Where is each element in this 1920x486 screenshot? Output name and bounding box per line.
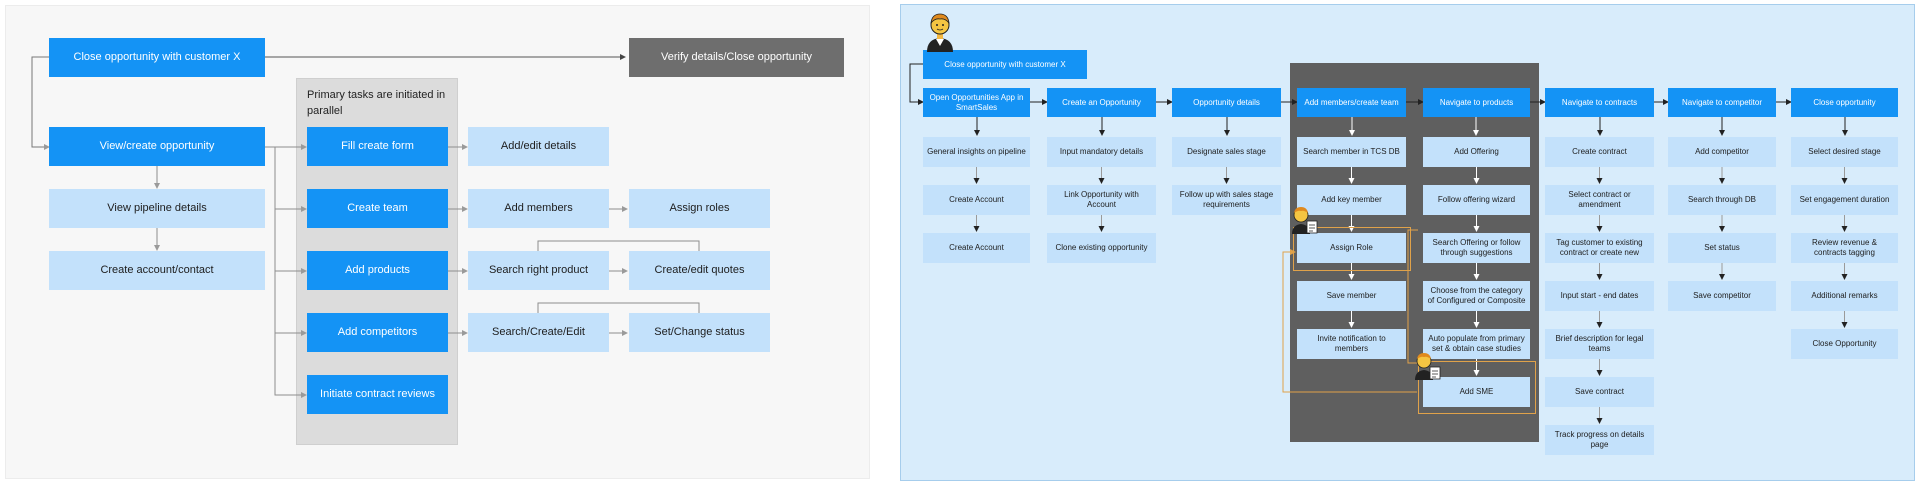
column-2-step: Follow up with sales stage requirements (1172, 185, 1281, 215)
column-3-step: Search member in TCS DB (1297, 137, 1406, 167)
create-team-box: Create team (307, 189, 448, 228)
column-header-6: Navigate to competitor (1668, 88, 1776, 117)
person-with-clipboard-icon (1292, 207, 1318, 234)
column-header-2: Opportunity details (1172, 88, 1281, 117)
initiate-contract-reviews-box: Initiate contract reviews (307, 375, 448, 414)
add-sme-handoff-frame (1418, 361, 1536, 414)
column-4-step: Follow offering wizard (1423, 185, 1530, 215)
verify-close-box: Verify details/Close opportunity (629, 38, 844, 77)
column-4-step: Search Offering or follow through sugges… (1423, 233, 1530, 263)
search-right-product-box: Search right product (468, 251, 609, 290)
column-2-step: Designate sales stage (1172, 137, 1281, 167)
column-0-step: Create Account (923, 233, 1030, 263)
column-6-step: Add competitor (1668, 137, 1776, 167)
fill-create-form-box: Fill create form (307, 127, 448, 166)
column-3-step: Add key member (1297, 185, 1406, 215)
column-5-step: Create contract (1545, 137, 1654, 167)
add-products-box: Add products (307, 251, 448, 290)
column-3-step: Invite notification to members (1297, 329, 1406, 359)
view-pipeline-box: View pipeline details (49, 189, 265, 228)
close-opportunity-top-box: Close opportunity with customer X (923, 50, 1087, 79)
person-with-clipboard-icon (1415, 353, 1441, 380)
set-change-status-box: Set/Change status (629, 313, 770, 352)
close-opportunity-box: Close opportunity with customer X (49, 38, 265, 77)
column-header-7: Close opportunity (1791, 88, 1898, 117)
parallel-tasks-label: Primary tasks are initiated in parallel (307, 89, 446, 117)
column-5-step: Tag customer to existing contract or cre… (1545, 233, 1654, 263)
column-0-step: Create Account (923, 185, 1030, 215)
person-avatar-icon (927, 13, 953, 52)
column-header-0: Open Opportunities App in SmartSales (923, 88, 1030, 117)
add-competitors-box: Add competitors (307, 313, 448, 352)
column-5-step: Input start - end dates (1545, 281, 1654, 311)
column-4-step: Add SME (1423, 377, 1530, 407)
column-6-step: Save competitor (1668, 281, 1776, 311)
column-header-4: Navigate to products (1423, 88, 1530, 117)
column-5-step: Brief description for legal teams (1545, 329, 1654, 359)
create-edit-quotes-box: Create/edit quotes (629, 251, 770, 290)
column-0-step: General insights on pipeline (923, 137, 1030, 167)
column-7-step: Close Opportunity (1791, 329, 1898, 359)
column-6-step: Set status (1668, 233, 1776, 263)
column-header-5: Navigate to contracts (1545, 88, 1654, 117)
column-1-step: Clone existing opportunity (1047, 233, 1156, 263)
column-3-step: Assign Role (1297, 233, 1406, 263)
column-7-step: Set engagement duration (1791, 185, 1898, 215)
column-7-step: Review revenue & contracts tagging (1791, 233, 1898, 263)
column-5-step: Save contract (1545, 377, 1654, 407)
column-1-step: Input mandatory details (1047, 137, 1156, 167)
search-create-edit-box: Search/Create/Edit (468, 313, 609, 352)
column-3-step: Save member (1297, 281, 1406, 311)
add-members-box: Add members (468, 189, 609, 228)
column-4-step: Choose from the category of Configured o… (1423, 281, 1530, 311)
column-5-step: Select contract or amendment (1545, 185, 1654, 215)
column-7-step: Additional remarks (1791, 281, 1898, 311)
column-header-3: Add members/create team (1297, 88, 1406, 117)
view-create-opportunity-box: View/create opportunity (49, 127, 265, 166)
column-4-step: Add Offering (1423, 137, 1530, 167)
column-1-step: Link Opportunity with Account (1047, 185, 1156, 215)
column-5-step: Track progress on details page (1545, 425, 1654, 455)
column-7-step: Select desired stage (1791, 137, 1898, 167)
create-account-contact-box: Create account/contact (49, 251, 265, 290)
assign-roles-box: Assign roles (629, 189, 770, 228)
assign-role-handoff-frame (1293, 227, 1411, 271)
column-4-step: Auto populate from primary set & obtain … (1423, 329, 1530, 359)
column-6-step: Search through DB (1668, 185, 1776, 215)
add-edit-details-box: Add/edit details (468, 127, 609, 166)
column-header-1: Create an Opportunity (1047, 88, 1156, 117)
